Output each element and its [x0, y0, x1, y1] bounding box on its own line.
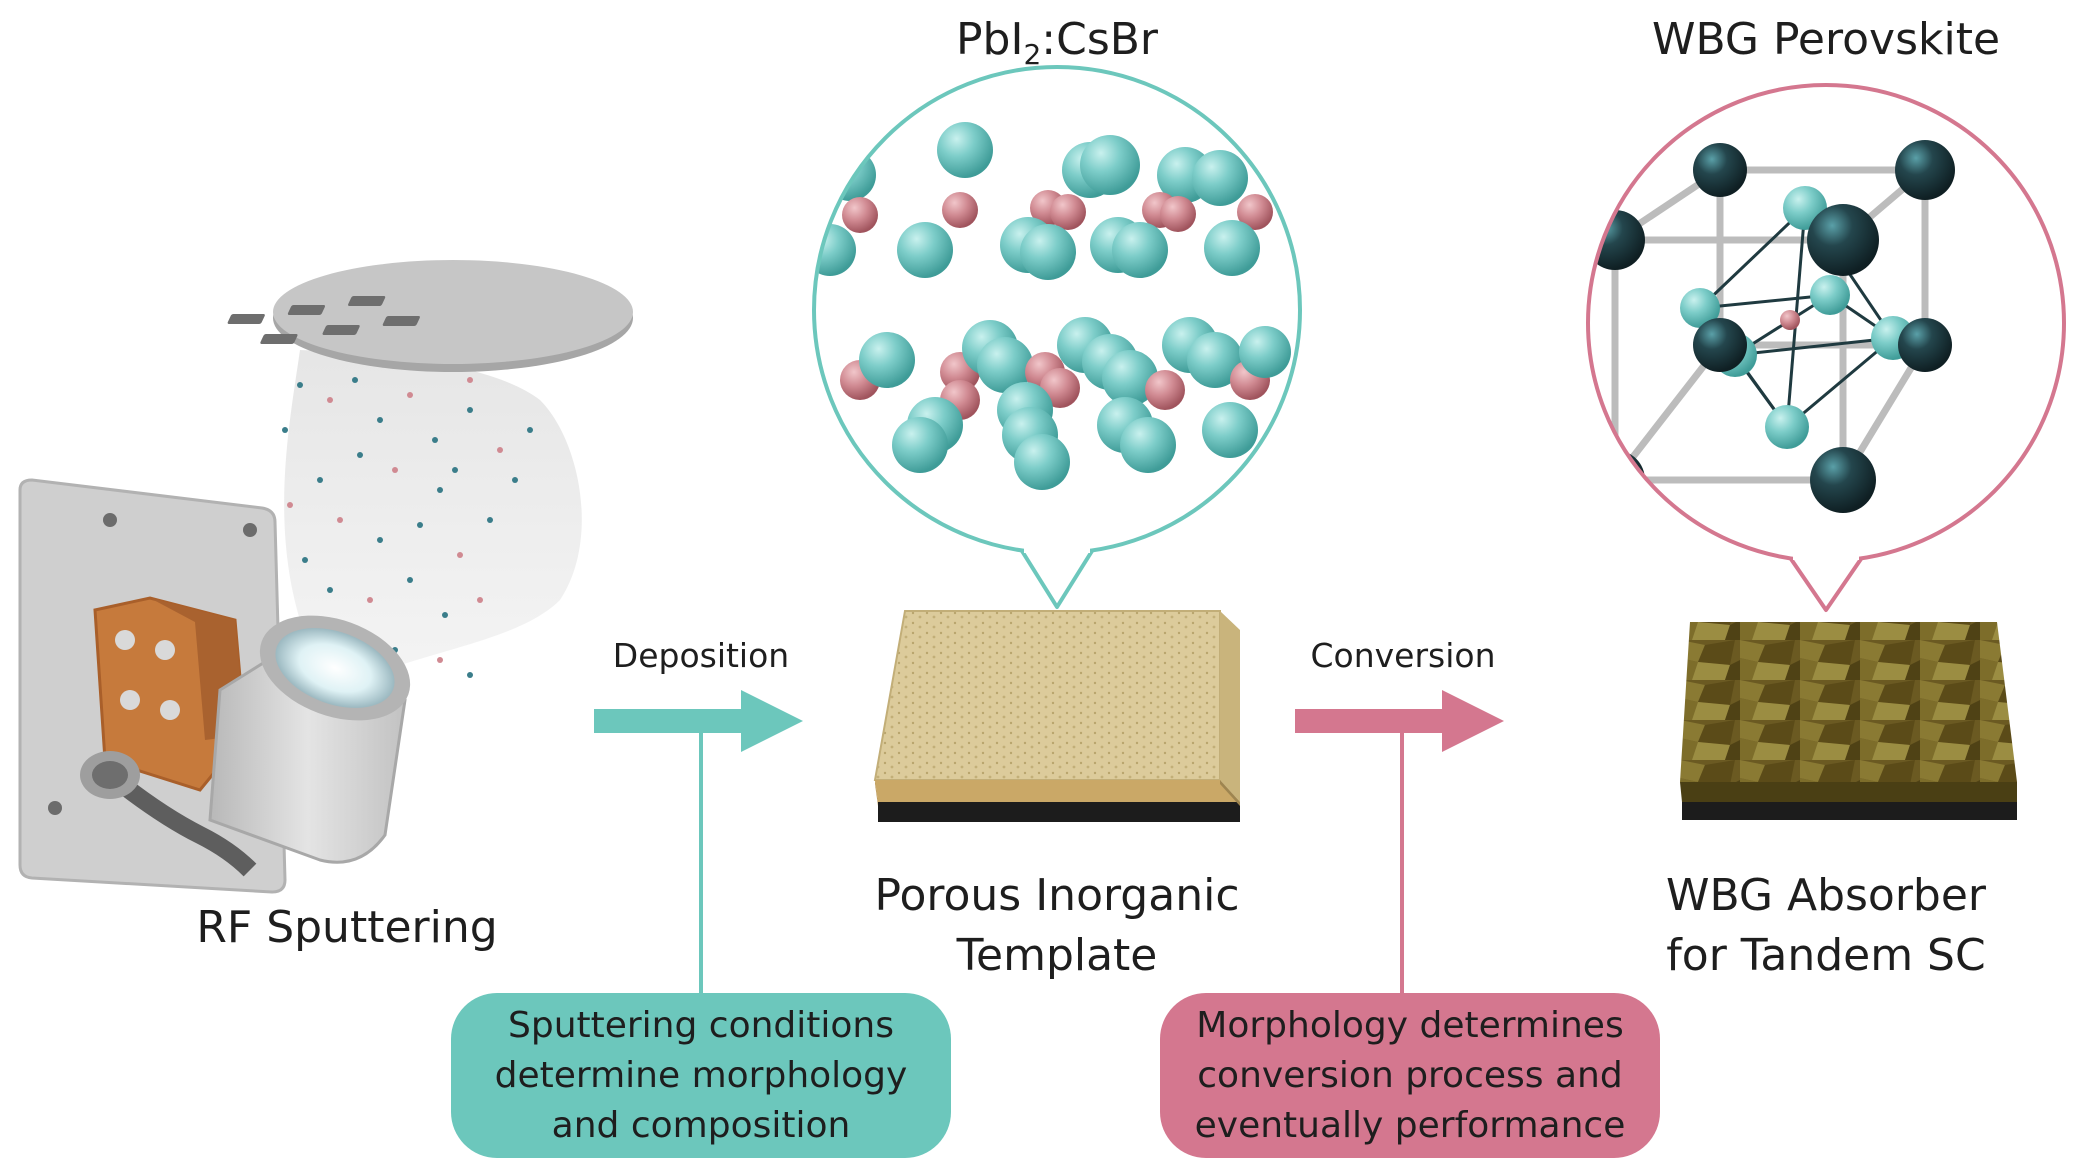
teal-note-line2: determine morphology: [494, 1054, 908, 1096]
teal-note-line3: and composition: [551, 1104, 851, 1146]
conversion-label: Conversion: [1310, 636, 1496, 675]
template-label-line1: Porous Inorganic: [874, 870, 1240, 921]
absorber-label-line2: for Tandem SC: [1666, 930, 1986, 981]
absorber-label-line1: WBG Absorber: [1665, 870, 1987, 921]
absorber-label: WBG Absorber for Tandem SC: [1617, 866, 2035, 986]
ion-spheres-icon: [812, 65, 1302, 609]
plasma-plume: [284, 350, 582, 680]
rf-sputtering-label: RF Sputtering: [196, 902, 498, 953]
sputtered-particles: [282, 377, 533, 678]
deposition-arrow: [594, 690, 803, 752]
bubble2-title: WBG Perovskite: [1651, 14, 2001, 65]
pink-note-line2: conversion process and: [1197, 1054, 1623, 1096]
template-label-line2: Template: [956, 930, 1158, 981]
substrate-slots: [227, 296, 420, 344]
center-cation: [1780, 310, 1800, 330]
pink-note-line1: Morphology determines: [1196, 1004, 1624, 1046]
zoom-bubble-pointer-2: [1789, 557, 1863, 612]
conversion-arrow: [1295, 690, 1504, 752]
pink-note-line3: eventually performance: [1194, 1104, 1626, 1146]
pink-note-box: Morphology determines conversion process…: [1160, 993, 1660, 1158]
substrate-holder: [273, 260, 633, 364]
porous-template-film-icon: [873, 610, 1240, 822]
teal-note-line1: Sputtering conditions: [507, 1004, 894, 1046]
absorber-film-icon: [1680, 622, 2017, 820]
teal-note-box: Sputtering conditions determine morpholo…: [451, 993, 951, 1158]
perovskite-unit-cell-icon: [1586, 83, 2066, 612]
absorber-substrate: [1682, 802, 2017, 820]
zoom-bubble-pointer: [1020, 549, 1094, 609]
template-label: Porous Inorganic Template: [840, 866, 1274, 986]
template-substrate: [878, 802, 1240, 822]
sputtering-source-icon: [18, 260, 633, 894]
bubble1-title: PbI2:CsBr: [955, 14, 1159, 71]
deposition-label: Deposition: [612, 636, 790, 675]
sputter-target: [275, 628, 395, 708]
